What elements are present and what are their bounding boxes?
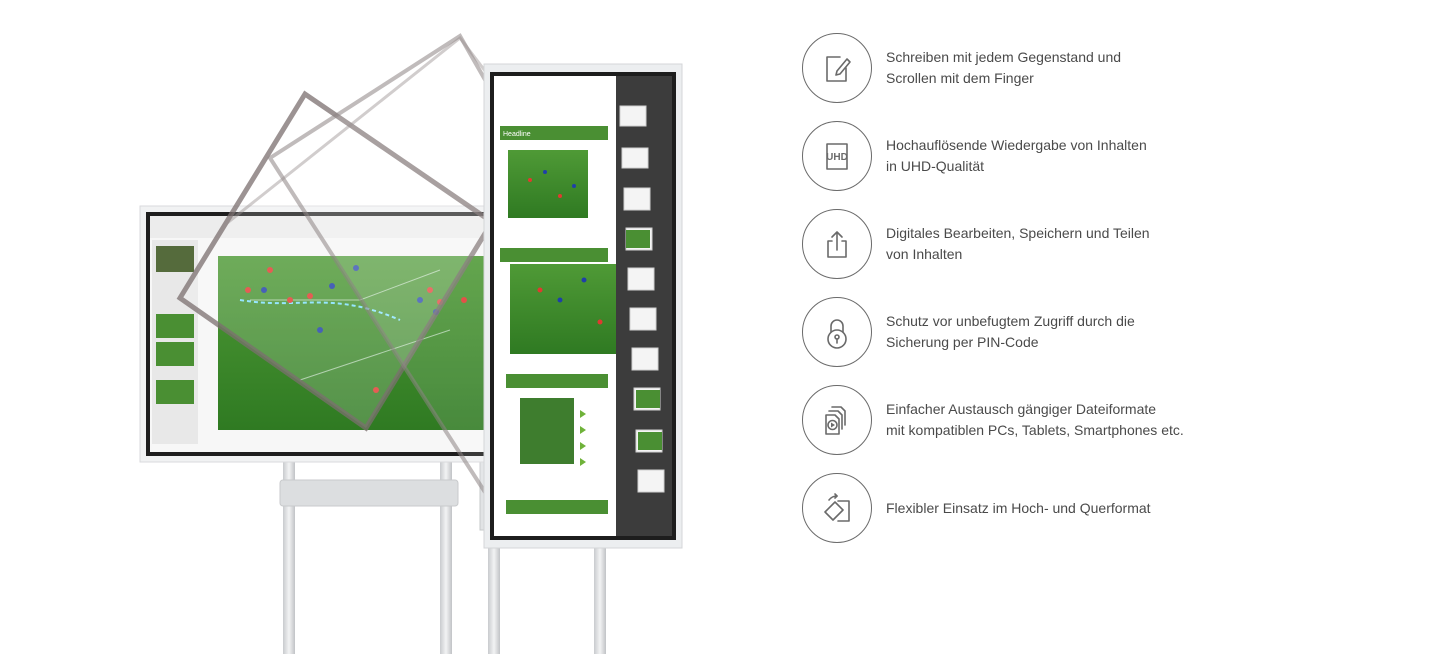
feature-list: Schreiben mit jedem Gegenstand und Scrol…: [802, 32, 1362, 560]
feature-line: Sicherung per PIN-Code: [886, 334, 1039, 350]
feature-item-writing: Schreiben mit jedem Gegenstand und Scrol…: [802, 32, 1362, 104]
feature-line: mit kompatiblen PCs, Tablets, Smartphone…: [886, 422, 1184, 438]
rotate-orientation-icon: [802, 473, 872, 543]
feature-line: von Inhalten: [886, 246, 963, 262]
feature-line: Schutz vor unbefugtem Zugriff durch die: [886, 313, 1135, 329]
feature-line: in UHD-Qualität: [886, 158, 985, 174]
feature-line: Scrollen mit dem Finger: [886, 70, 1034, 86]
pen-on-paper-icon: [802, 33, 872, 103]
feature-text: Einfacher Austausch gängiger Dateiformat…: [886, 399, 1184, 441]
portrait-display: Headline: [483, 63, 683, 549]
feature-item-file-formats: Einfacher Austausch gängiger Dateiformat…: [802, 384, 1362, 456]
feature-item-security: Schutz vor unbefugtem Zugriff durch die …: [802, 296, 1362, 368]
feature-item-uhd: UHD Hochauflösende Wiedergabe von Inhalt…: [802, 120, 1362, 192]
product-illustration: Headline: [139, 33, 683, 654]
feature-line: Digitales Bearbeiten, Speichern und Teil…: [886, 225, 1150, 241]
share-icon: [802, 209, 872, 279]
feature-text: Hochauflösende Wiedergabe von Inhalten i…: [886, 135, 1147, 177]
feature-text: Flexibler Einsatz im Hoch- und Querforma…: [886, 498, 1151, 519]
feature-line: Hochauflösende Wiedergabe von Inhalten: [886, 137, 1147, 153]
lock-icon: [802, 297, 872, 367]
feature-line: Einfacher Austausch gängiger Dateiformat…: [886, 401, 1157, 417]
rotation-motion-frames: [176, 33, 496, 507]
feature-text: Digitales Bearbeiten, Speichern und Teil…: [886, 223, 1150, 265]
feature-text: Schutz vor unbefugtem Zugriff durch die …: [886, 311, 1135, 353]
feature-line: Schreiben mit jedem Gegenstand und: [886, 49, 1122, 65]
slide-headline: Headline: [503, 131, 531, 138]
feature-item-orientation: Flexibler Einsatz im Hoch- und Querforma…: [802, 472, 1362, 544]
feature-line: Flexibler Einsatz im Hoch- und Querforma…: [886, 499, 1151, 516]
file-formats-icon: [802, 385, 872, 455]
uhd-label: UHD: [826, 152, 848, 163]
feature-item-share: Digitales Bearbeiten, Speichern und Teil…: [802, 208, 1362, 280]
feature-text: Schreiben mit jedem Gegenstand und Scrol…: [886, 47, 1121, 89]
uhd-display-icon: UHD: [802, 121, 872, 191]
